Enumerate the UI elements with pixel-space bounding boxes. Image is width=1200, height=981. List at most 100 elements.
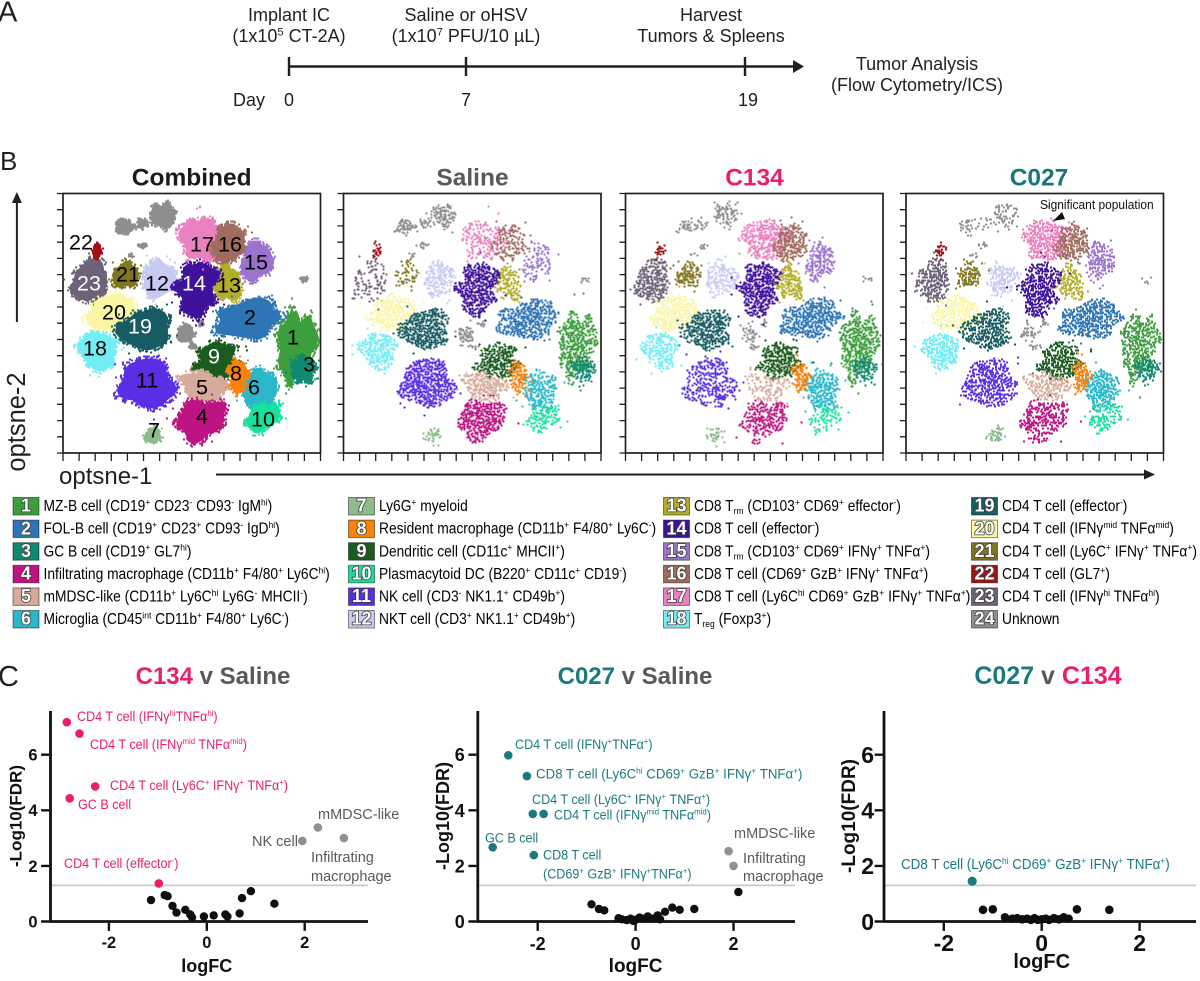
svg-text:13: 13 — [666, 496, 686, 516]
svg-text:Tumors & Spleens: Tumors & Spleens — [637, 26, 784, 46]
svg-text:CD4 T cell (IFNγmid TNFαmid): CD4 T cell (IFNγmid TNFαmid) — [554, 807, 711, 823]
svg-text:CD4 T cell (IFNγ+TNFα+): CD4 T cell (IFNγ+TNFα+) — [515, 736, 653, 752]
svg-text:Infiltrating macrophage (CD11b: Infiltrating macrophage (CD11b+ F4/80+ L… — [44, 565, 330, 583]
svg-text:CD8 T cell (Ly6Chi CD69+ GzB+: CD8 T cell (Ly6Chi CD69+ GzB+ IFNγ+ TNFα… — [694, 587, 970, 605]
svg-text:0: 0 — [455, 912, 465, 932]
svg-text:10: 10 — [351, 564, 371, 584]
svg-text:-2: -2 — [102, 934, 117, 952]
svg-text:19: 19 — [128, 315, 152, 339]
svg-text:8: 8 — [230, 362, 242, 386]
svg-text:CD8 T cell (CD69+ GzB+ IFNγ+ T: CD8 T cell (CD69+ GzB+ IFNγ+ TNFα+) — [694, 565, 928, 583]
svg-text:0: 0 — [861, 909, 874, 935]
svg-text:23: 23 — [974, 586, 994, 606]
svg-text:optsne-1: optsne-1 — [59, 463, 152, 490]
svg-text:C134 v Saline: C134 v Saline — [136, 663, 291, 690]
svg-text:1: 1 — [21, 496, 31, 516]
svg-text:6: 6 — [248, 376, 260, 400]
svg-text:logFC: logFC — [609, 956, 663, 976]
svg-text:18: 18 — [666, 609, 686, 629]
svg-text:Plasmacytoid DC (B220+ CD11c+: Plasmacytoid DC (B220+ CD11c+ CD19-) — [379, 565, 627, 583]
svg-text:Resident macrophage (CD11b+ F4: Resident macrophage (CD11b+ F4/80+ Ly6C-… — [379, 520, 656, 538]
svg-text:Microglia (CD45int CD11b+ F4/8: Microglia (CD45int CD11b+ F4/80+ Ly6C-) — [44, 610, 290, 628]
svg-text:Ly6G+ myeloid: Ly6G+ myeloid — [379, 497, 468, 515]
svg-text:macrophage: macrophage — [743, 869, 824, 885]
svg-text:(Flow Cytometry/ICS): (Flow Cytometry/ICS) — [831, 75, 1003, 95]
svg-text:CD4 T cell (effector-): CD4 T cell (effector-) — [1002, 497, 1127, 515]
svg-text:4: 4 — [455, 801, 465, 821]
svg-text:Tumor Analysis: Tumor Analysis — [856, 54, 978, 74]
svg-text:5: 5 — [196, 376, 208, 400]
svg-text:-Log10(FDR): -Log10(FDR) — [839, 759, 860, 873]
svg-text:logFC: logFC — [1013, 951, 1070, 973]
svg-text:CD8 T cell: CD8 T cell — [543, 847, 601, 863]
svg-text:4: 4 — [21, 564, 31, 584]
svg-text:-2: -2 — [530, 934, 546, 954]
svg-text:16: 16 — [666, 564, 686, 584]
svg-text:6: 6 — [28, 747, 37, 765]
svg-text:CD8 T cell (effector-): CD8 T cell (effector-) — [694, 520, 819, 538]
svg-text:macrophage: macrophage — [311, 869, 392, 885]
svg-text:16: 16 — [218, 233, 242, 257]
svg-text:CD4 T cell (GL7+): CD4 T cell (GL7+) — [1002, 565, 1110, 583]
svg-text:0: 0 — [202, 934, 211, 952]
svg-text:logFC: logFC — [181, 956, 232, 976]
svg-text:2: 2 — [244, 306, 256, 330]
svg-text:CD4 T cell (IFNγmid TNFαmid): CD4 T cell (IFNγmid TNFαmid) — [90, 736, 247, 752]
svg-text:CD4 T cell (IFNγmid TNFαmid): CD4 T cell (IFNγmid TNFαmid) — [1002, 520, 1174, 538]
svg-text:CD4 T cell (effector-): CD4 T cell (effector-) — [64, 855, 178, 871]
svg-text:2: 2 — [300, 934, 309, 952]
svg-text:Implant IC: Implant IC — [248, 5, 330, 25]
svg-text:mMDSC-like: mMDSC-like — [734, 826, 815, 842]
svg-text:CD4 T cell (Ly6C+ IFNγ+ TNFα+): CD4 T cell (Ly6C+ IFNγ+ TNFα+) — [110, 777, 288, 793]
svg-text:C134: C134 — [725, 165, 784, 192]
svg-text:5: 5 — [21, 586, 31, 606]
svg-text:2: 2 — [21, 518, 31, 538]
svg-text:0: 0 — [284, 90, 294, 110]
svg-text:19: 19 — [738, 90, 758, 110]
svg-text:C027 v Saline: C027 v Saline — [558, 663, 713, 690]
svg-text:3: 3 — [21, 541, 31, 561]
svg-text:-Log10(FDR): -Log10(FDR) — [433, 762, 453, 870]
svg-text:4: 4 — [861, 798, 874, 824]
svg-text:Harvest: Harvest — [680, 5, 742, 25]
svg-text:GC B cell (CD19+ GL7hi): GC B cell (CD19+ GL7hi) — [44, 542, 192, 560]
svg-text:B: B — [0, 146, 17, 176]
svg-text:7: 7 — [461, 90, 471, 110]
svg-text:-2: -2 — [934, 930, 954, 956]
svg-text:CD8 Trm (CD103+ CD69+ IFNγ+ TN: CD8 Trm (CD103+ CD69+ IFNγ+ TNFα+) — [694, 542, 930, 561]
svg-text:7: 7 — [356, 496, 366, 516]
svg-text:(CD69+ GzB+ IFNγ+TNFα+): (CD69+ GzB+ IFNγ+TNFα+) — [543, 866, 692, 882]
svg-text:14: 14 — [182, 272, 206, 296]
svg-text:NK cell: NK cell — [252, 834, 298, 850]
svg-text:Combined: Combined — [132, 165, 252, 192]
svg-text:9: 9 — [356, 541, 366, 561]
svg-text:11: 11 — [136, 369, 158, 393]
svg-text:23: 23 — [77, 272, 101, 296]
svg-text:-Log10(FDR): -Log10(FDR) — [7, 765, 26, 867]
svg-text:CD4 T cell (IFNγhi TNFαhi): CD4 T cell (IFNγhi TNFαhi) — [1002, 587, 1160, 605]
svg-text:15: 15 — [244, 251, 268, 275]
svg-text:8: 8 — [356, 518, 366, 538]
svg-text:20: 20 — [102, 301, 126, 325]
svg-text:(1x105 CT-2A): (1x105 CT-2A) — [232, 26, 345, 46]
svg-text:2: 2 — [861, 853, 874, 879]
svg-text:CD8 T cell (Ly6Chi CD69+ GzB+: CD8 T cell (Ly6Chi CD69+ GzB+ IFNγ+ TNFα… — [536, 765, 802, 781]
svg-text:22: 22 — [69, 231, 93, 255]
svg-text:A: A — [0, 0, 18, 29]
svg-text:CD4 T cell (Ly6C+ IFNγ+ TNFα+): CD4 T cell (Ly6C+ IFNγ+ TNFα+) — [1002, 542, 1197, 560]
svg-text:Saline: Saline — [436, 165, 508, 192]
svg-text:19: 19 — [974, 496, 994, 516]
svg-text:12: 12 — [145, 272, 169, 296]
svg-text:14: 14 — [666, 518, 686, 538]
svg-text:optsne-2: optsne-2 — [3, 372, 31, 471]
svg-text:6: 6 — [861, 742, 874, 768]
svg-text:2: 2 — [728, 934, 738, 954]
svg-text:6: 6 — [455, 745, 465, 765]
svg-text:CD8 T cell (Ly6Chi CD69+ GzB+: CD8 T cell (Ly6Chi CD69+ GzB+ IFNγ+ TNFα… — [901, 855, 1170, 872]
svg-text:12: 12 — [351, 609, 371, 629]
svg-text:2: 2 — [1133, 930, 1146, 956]
svg-text:17: 17 — [666, 586, 686, 606]
svg-text:NK cell (CD3- NK1.1+ CD49b+): NK cell (CD3- NK1.1+ CD49b+) — [379, 587, 565, 605]
svg-text:20: 20 — [974, 518, 994, 538]
svg-text:2: 2 — [28, 858, 37, 876]
